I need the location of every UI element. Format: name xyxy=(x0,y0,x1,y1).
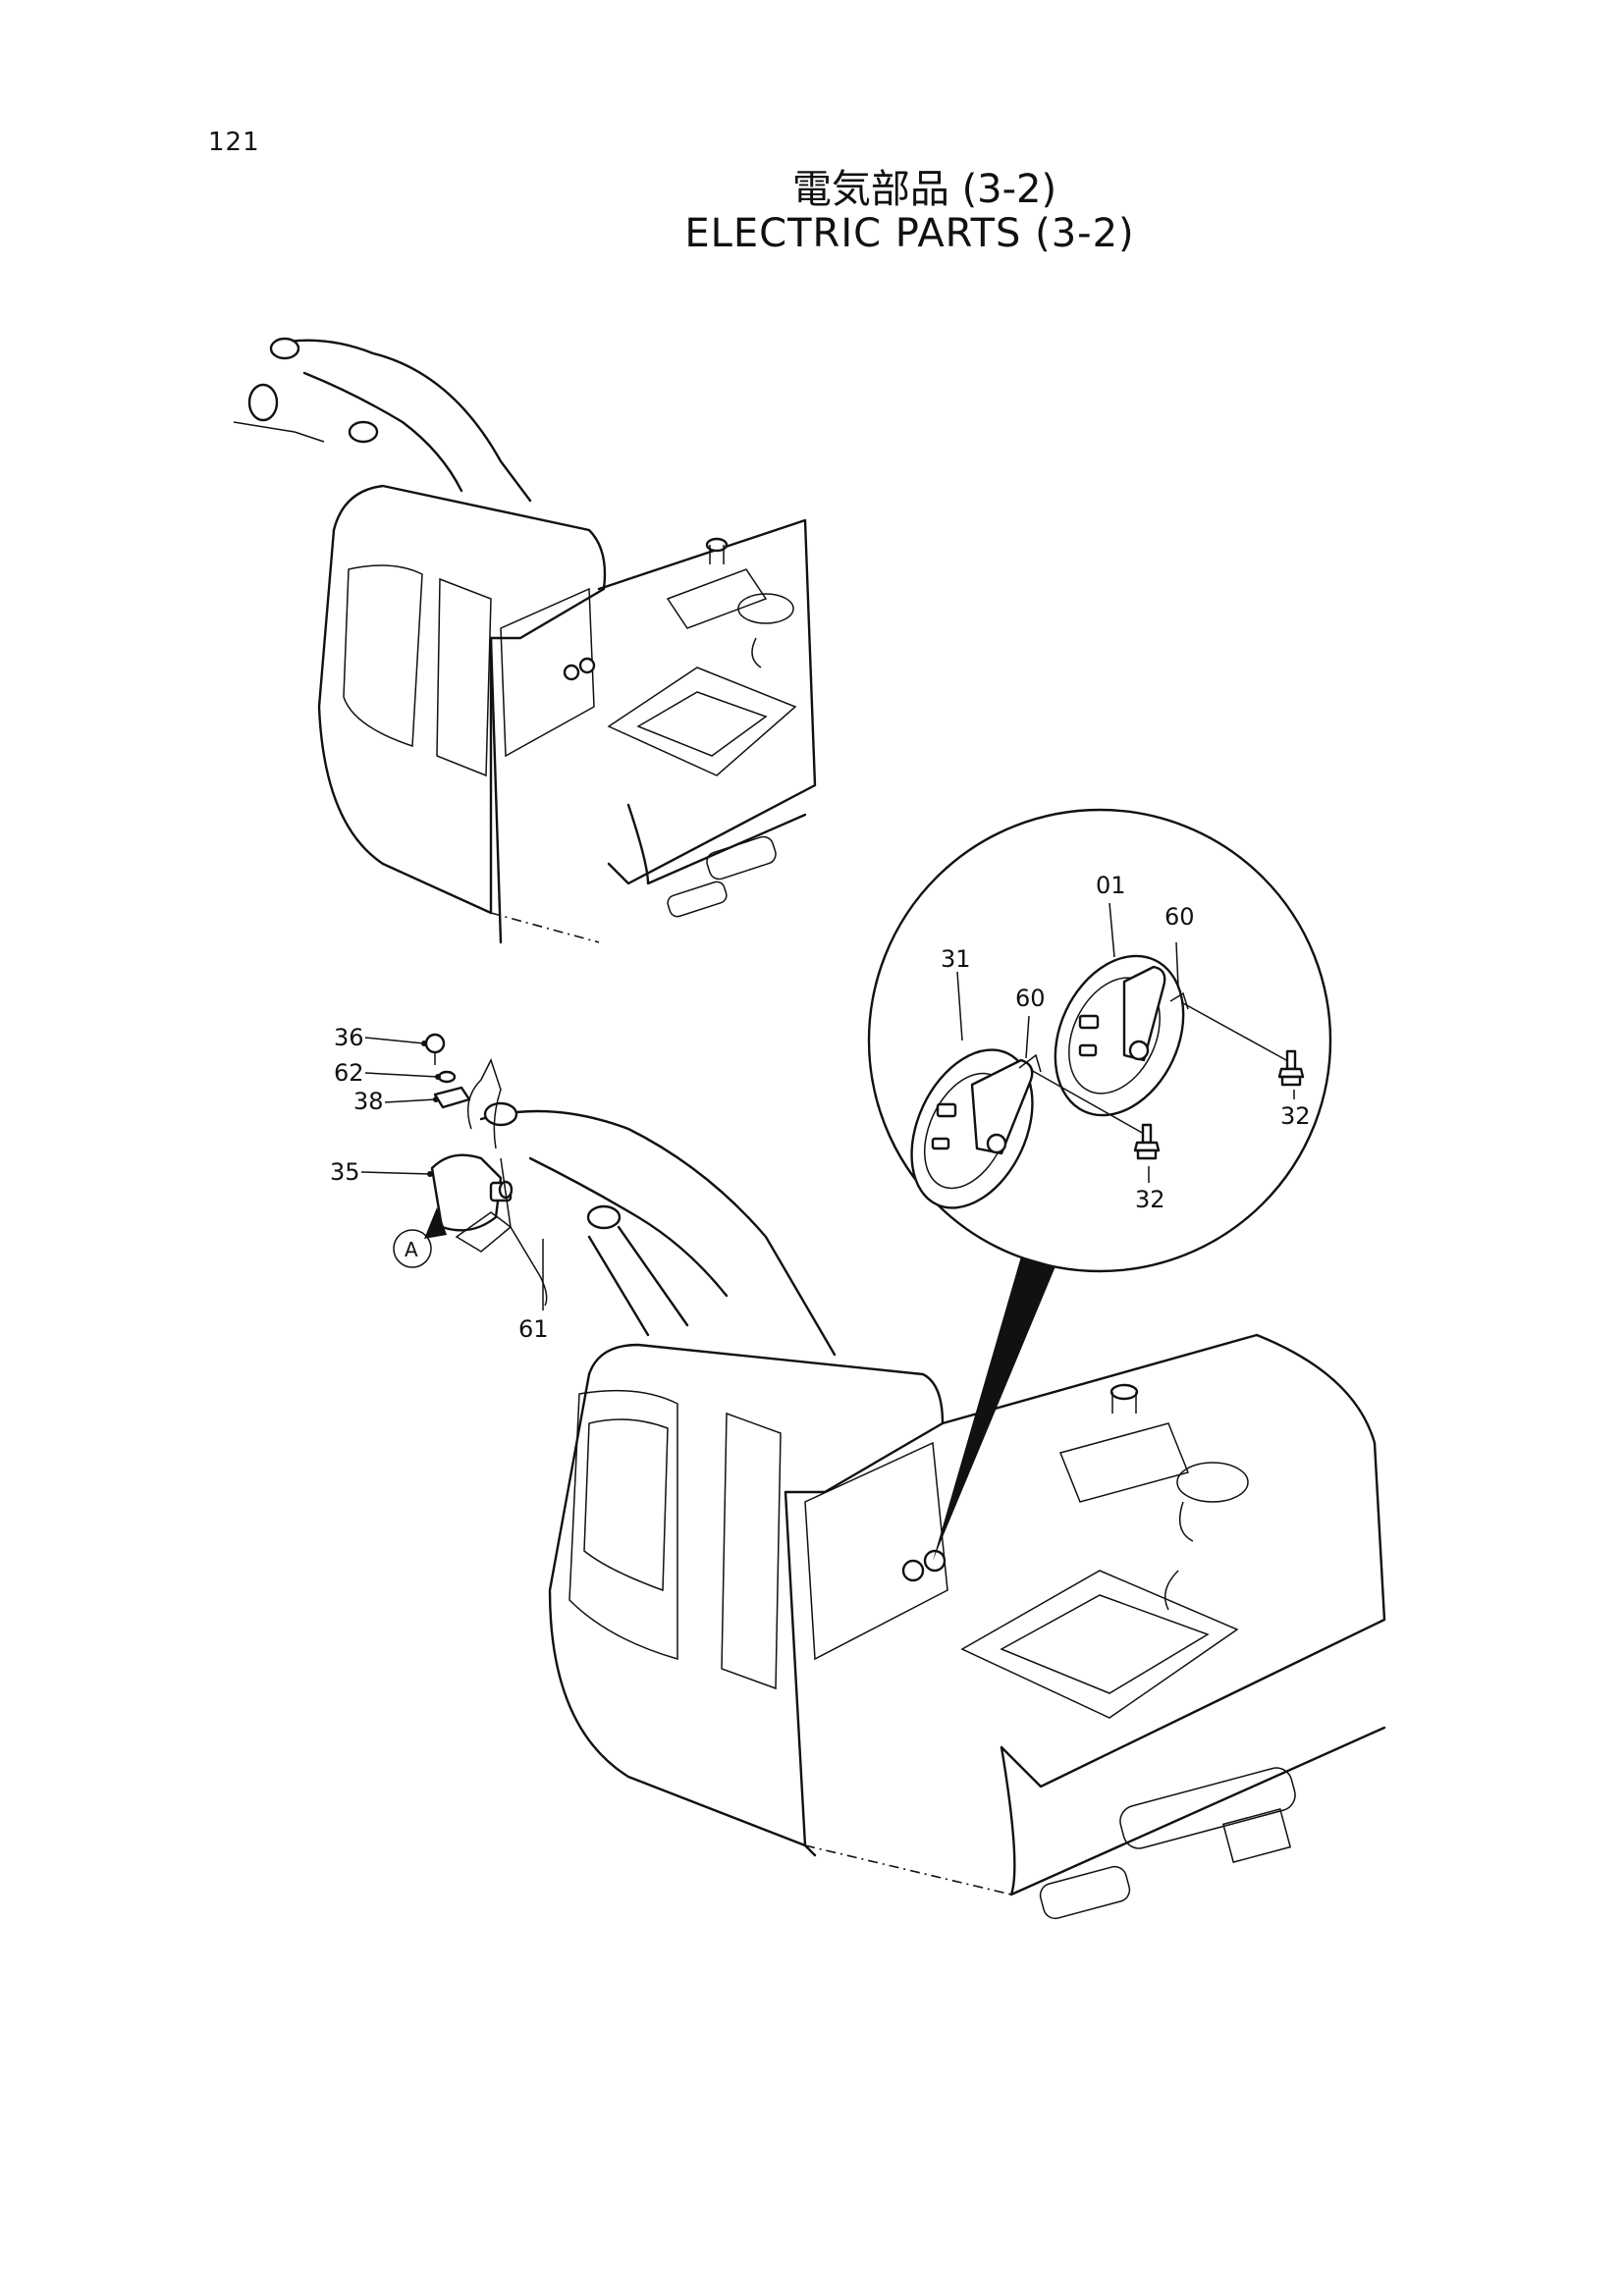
work-light-assembly xyxy=(360,1033,548,1310)
callout-31: 31 xyxy=(941,945,971,973)
title-english: ELECTRIC PARTS (3-2) xyxy=(684,211,1135,256)
callout-60-right: 60 xyxy=(1164,903,1195,931)
lower-excavator-detail xyxy=(479,1101,1386,1920)
view-a-arrow xyxy=(424,1207,447,1239)
callout-38: 38 xyxy=(353,1088,384,1115)
upper-excavator-overview xyxy=(233,337,817,944)
callout-35: 35 xyxy=(330,1158,360,1186)
callout-62: 62 xyxy=(334,1059,364,1087)
callout-36: 36 xyxy=(334,1024,364,1051)
view-a-marker xyxy=(393,1229,432,1268)
callout-60-left: 60 xyxy=(1015,985,1046,1012)
title-japanese: 電気部品 (3-2) xyxy=(791,167,1057,212)
page-number: 121 xyxy=(208,128,260,157)
callout-view-a: A xyxy=(405,1238,418,1261)
callout-32-right: 32 xyxy=(1280,1102,1311,1130)
callout-32-left: 32 xyxy=(1135,1186,1165,1213)
callout-61: 61 xyxy=(518,1315,549,1343)
callout-01: 01 xyxy=(1096,872,1126,899)
horn-detail-inset xyxy=(867,808,1332,1561)
